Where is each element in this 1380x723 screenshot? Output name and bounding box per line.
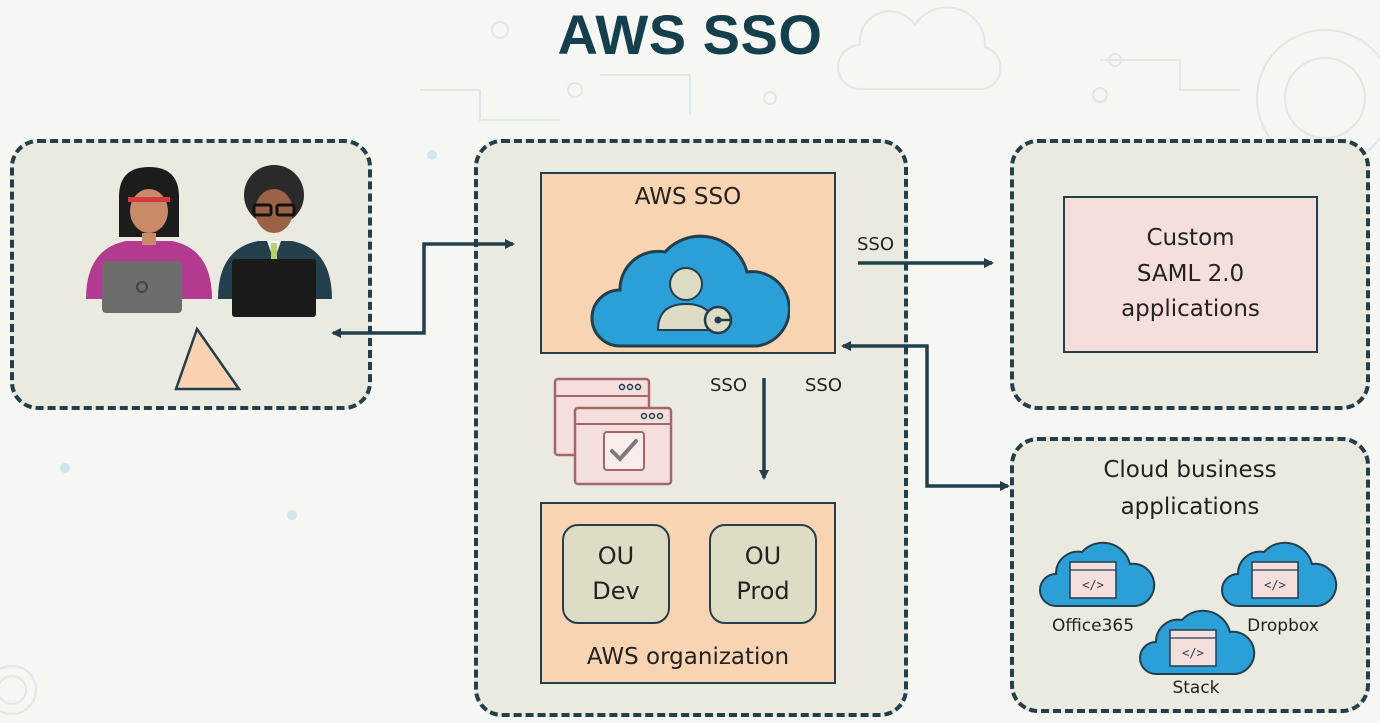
woman-user-icon (86, 167, 212, 313)
ou-dev-line1: OU (597, 542, 635, 571)
saml-line2: SAML 2.0 (1136, 260, 1245, 287)
ou-prod: OU Prod (709, 524, 817, 624)
ou-dev-line2: Dev (592, 577, 640, 605)
checked-windows-icon (553, 377, 673, 486)
man-user-icon (218, 165, 332, 317)
cloud-apps-title-line2: applications (1120, 493, 1260, 520)
office365-label: Office365 (1051, 616, 1135, 636)
sso-label-cloud: SSO (805, 375, 843, 396)
aws-sso-box-title: AWS SSO (634, 184, 742, 210)
saml-line3: applications (1121, 296, 1260, 323)
stack-label: Stack (1172, 678, 1220, 698)
ou-prod-line1: OU (744, 542, 782, 571)
dropbox-label: Dropbox (1247, 616, 1319, 636)
users-illustration (86, 165, 332, 391)
users-sso-arrow (331, 239, 515, 338)
sso-label-saml: SSO (857, 234, 895, 255)
aws-sso-box: AWS SSO (540, 172, 836, 354)
ou-prod-line2: Prod (736, 577, 790, 605)
cloud-apps-title: Cloud business applications (1010, 452, 1370, 526)
aws-organization-box: OU Dev OU Prod AWS organization (540, 502, 836, 684)
users-panel (10, 139, 372, 410)
triangle-icon (174, 326, 242, 391)
sso-label-org: SSO (710, 375, 748, 396)
cloud-user-icon (590, 234, 790, 348)
saml-line1: Custom (1146, 225, 1235, 252)
aws-organization-label: AWS organization (586, 644, 790, 670)
sso-cloud-arrow (841, 341, 1010, 491)
cloud-apps-title-line1: Cloud business (1103, 457, 1277, 483)
custom-saml-box: Custom SAML 2.0 applications (1063, 196, 1318, 353)
ou-dev: OU Dev (562, 524, 670, 624)
page-title: AWS SSO (557, 3, 823, 66)
